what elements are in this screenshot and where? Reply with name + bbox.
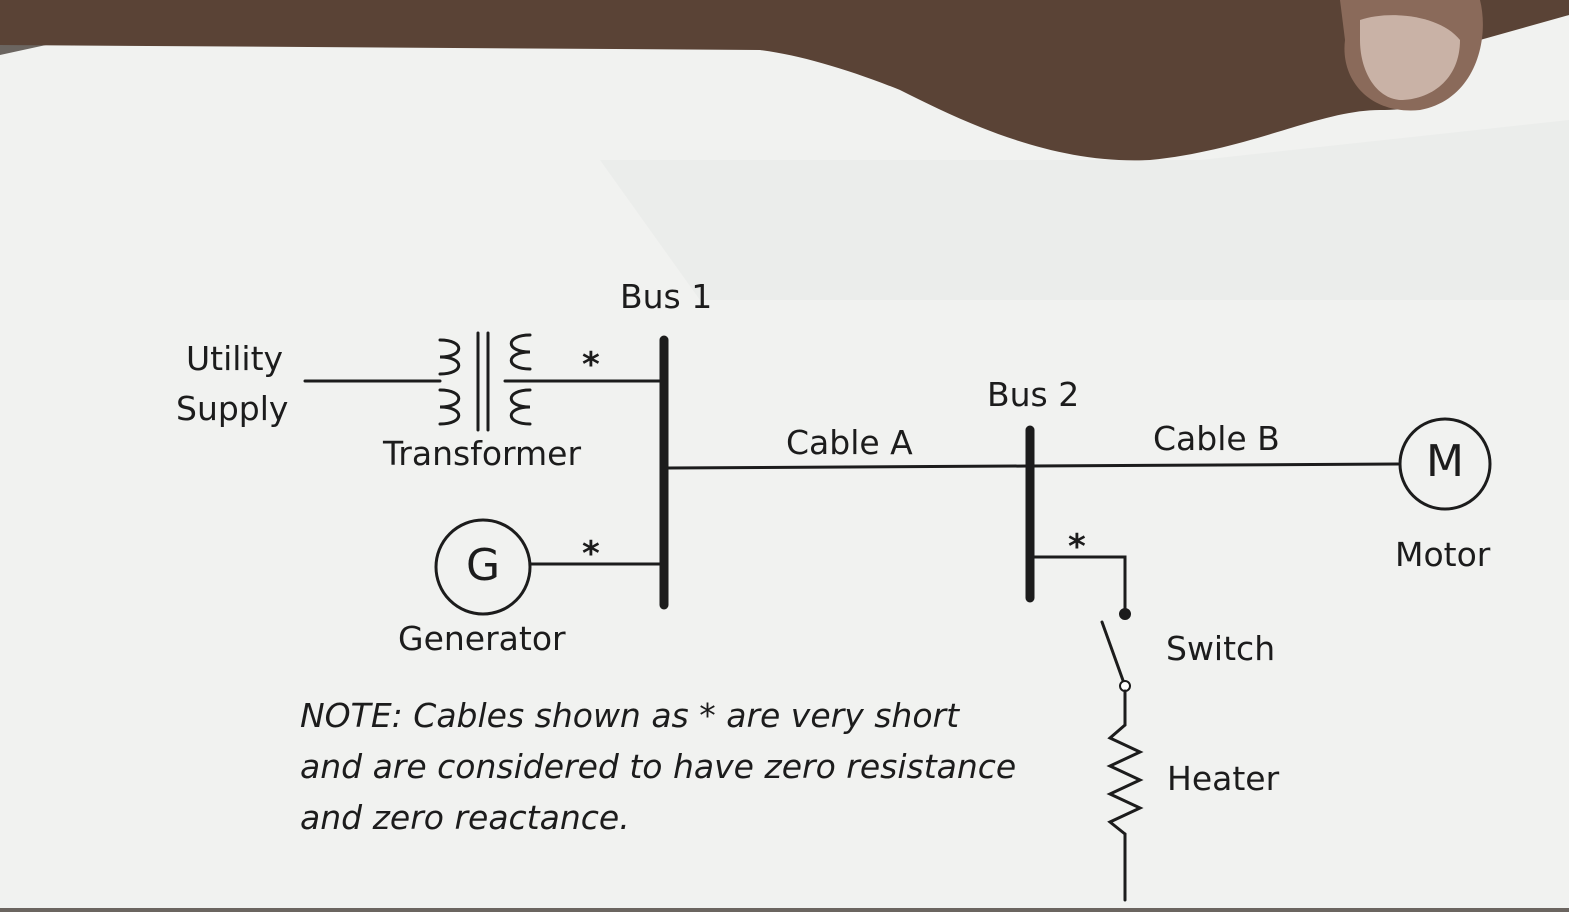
- short-cable-mark-transformer: *: [582, 345, 600, 385]
- note-line1: NOTE: Cables shown as * are very short: [300, 696, 960, 735]
- generator-symbol: G: [465, 540, 501, 591]
- transformer-label: Transformer: [383, 434, 582, 473]
- hand: [0, 0, 1569, 161]
- motor-label: Motor: [1395, 535, 1491, 574]
- note-line3: and zero reactance.: [300, 798, 630, 837]
- cable-a-line: [666, 464, 1030, 470]
- paper-shadow: [600, 120, 1569, 300]
- bus1-label: Bus 1: [620, 277, 713, 316]
- thumbnail: [1360, 15, 1460, 100]
- bus2-label: Bus 2: [987, 375, 1080, 414]
- switch-blade: [1100, 620, 1127, 688]
- heater-label: Heater: [1167, 759, 1280, 798]
- heater-resistor: [1106, 723, 1144, 836]
- utility-label-line1: Utility: [186, 339, 284, 378]
- generator-label: Generator: [398, 619, 566, 658]
- cable-b-line: [1030, 462, 1400, 468]
- generator-circle: [434, 518, 532, 616]
- cable-b-label: Cable B: [1153, 419, 1280, 458]
- transformer-secondary-coil: [509, 333, 532, 426]
- short-cable-mark-generator: *: [582, 534, 600, 574]
- switch-top-terminal: [1119, 608, 1131, 620]
- transformer-primary-coil: [438, 338, 461, 426]
- motor-circle: [1398, 417, 1492, 511]
- note-line2: and are considered to have zero resistan…: [300, 747, 1017, 786]
- bus2-to-switch: [1032, 555, 1127, 614]
- utility-label-line2: Supply: [176, 389, 289, 428]
- diagram-note: NOTE: Cables shown as * are very short a…: [300, 690, 1060, 843]
- short-cable-mark-switch: *: [1068, 527, 1086, 567]
- switch-label: Switch: [1166, 629, 1276, 668]
- cable-a-label: Cable A: [786, 423, 913, 462]
- motor-symbol: M: [1426, 436, 1464, 487]
